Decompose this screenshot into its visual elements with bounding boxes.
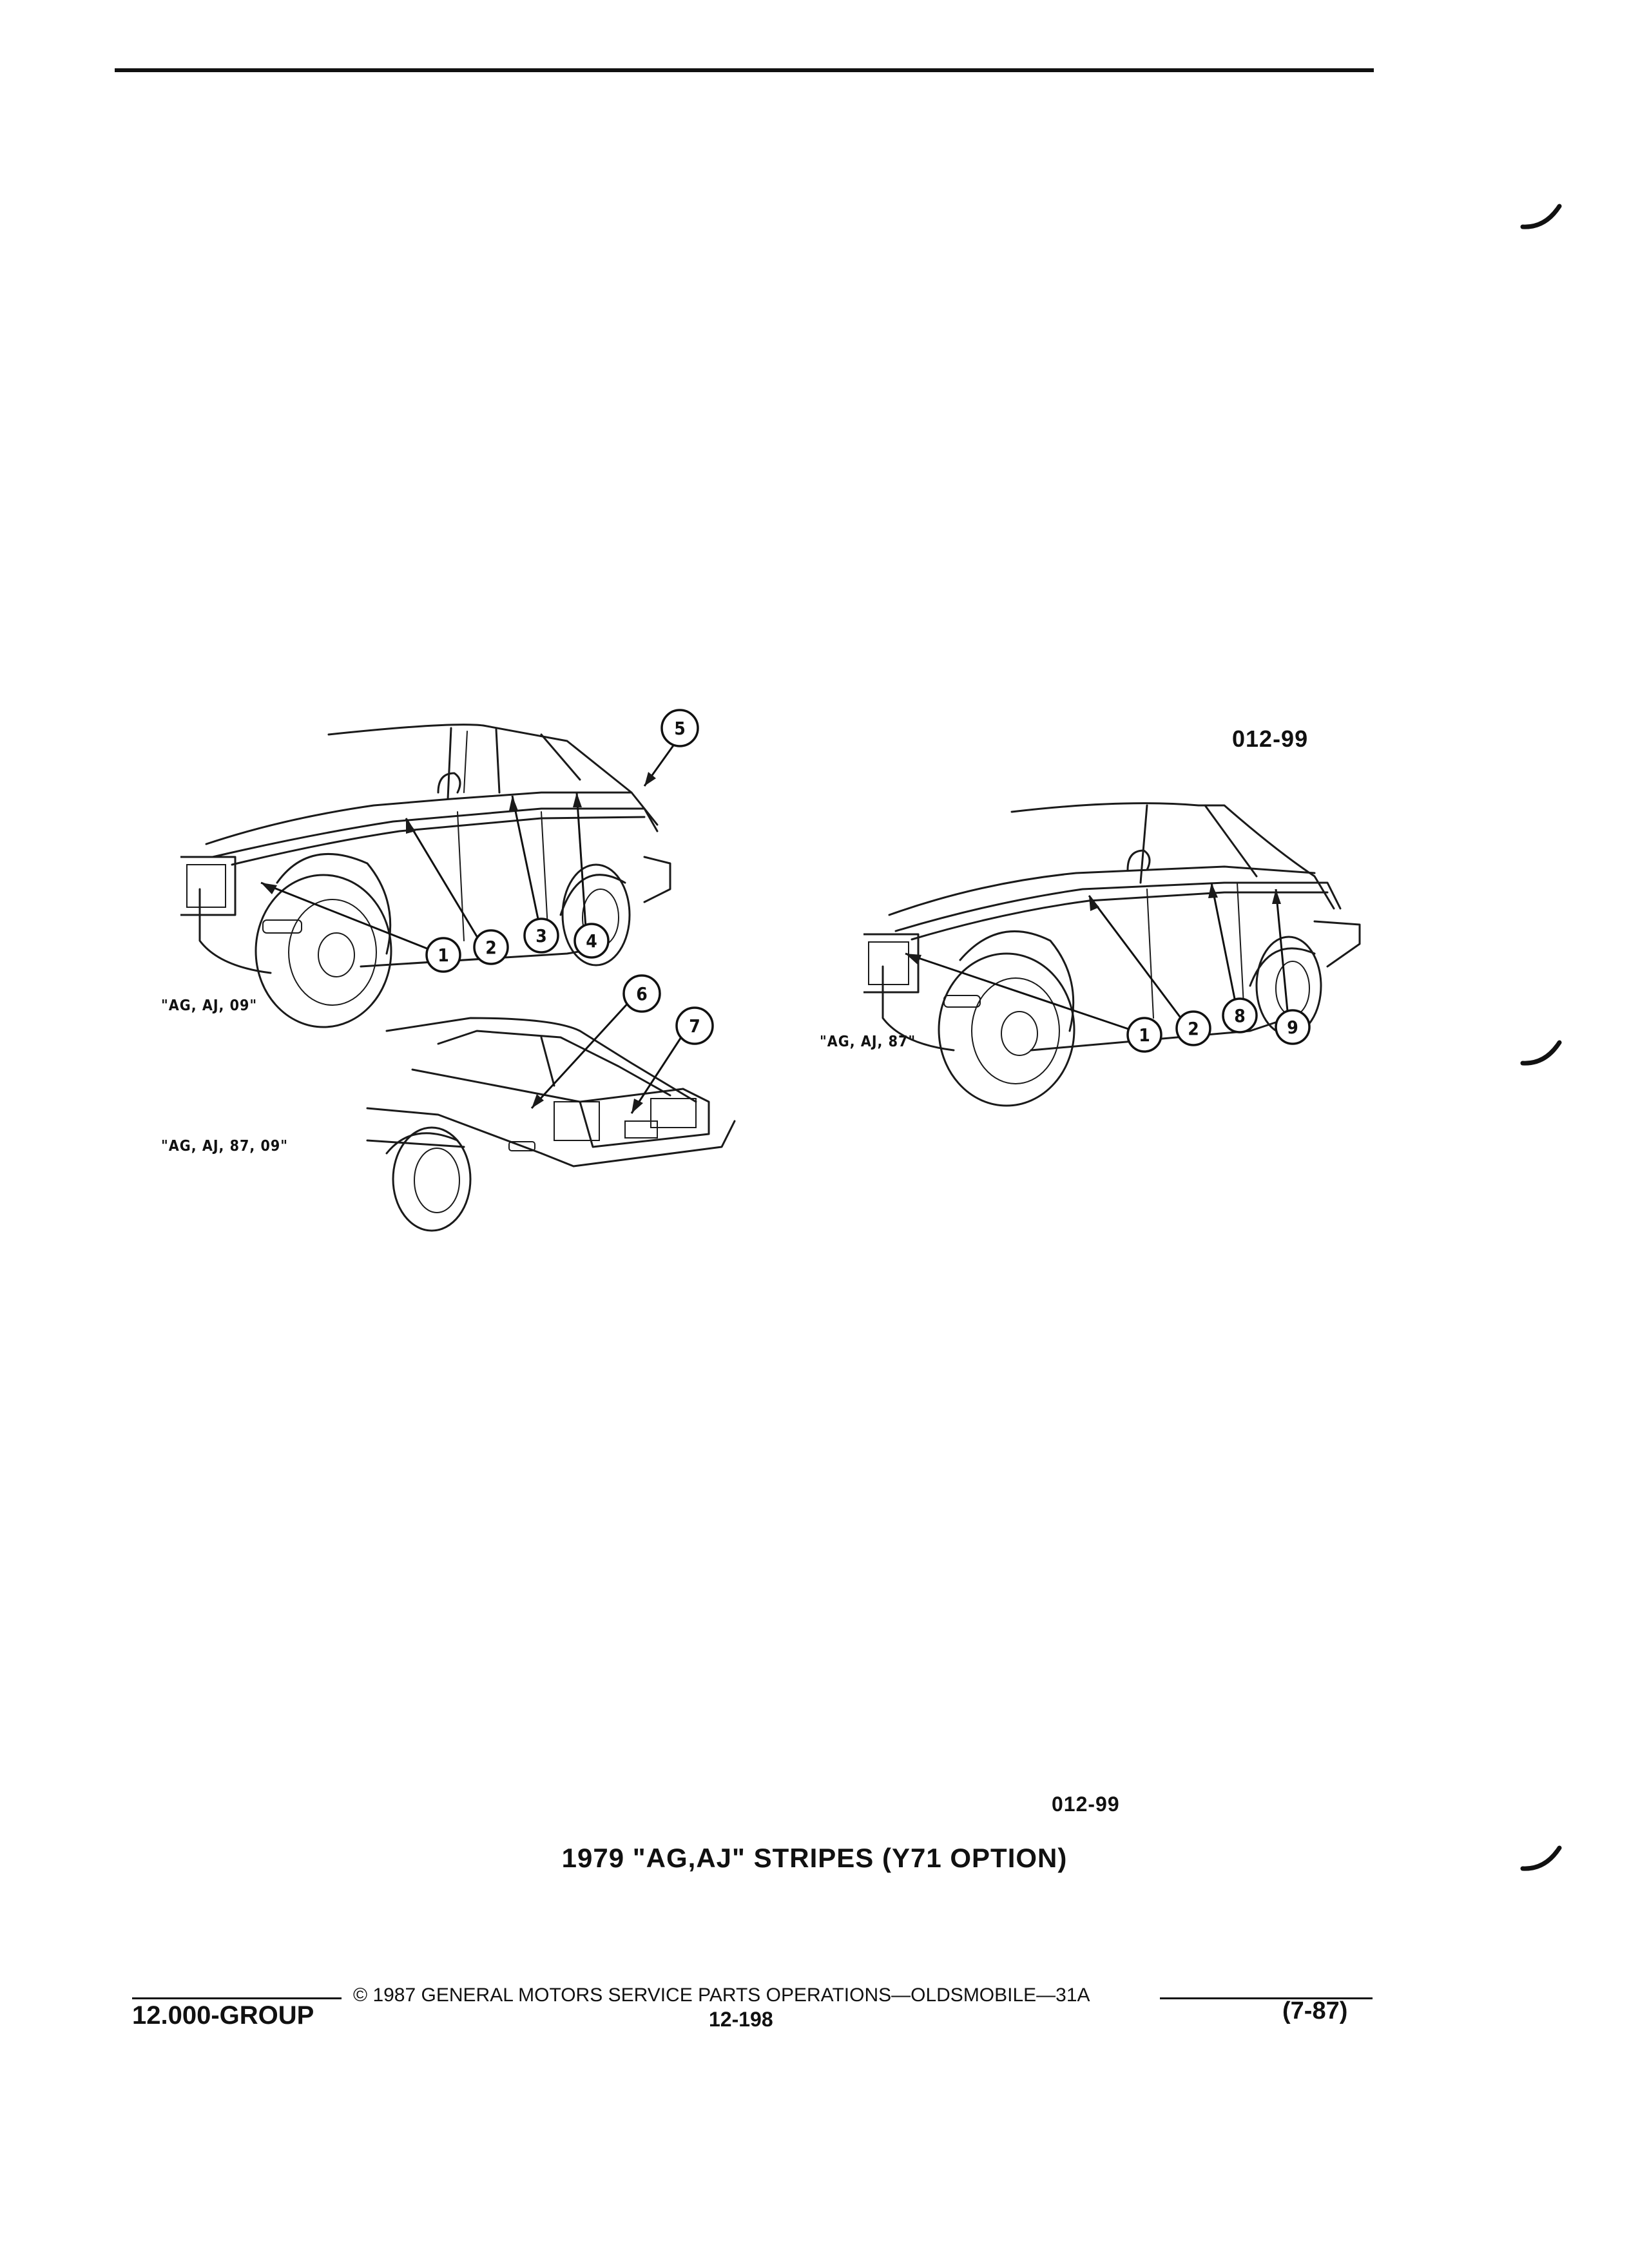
footer-group: 12.000-GROUP: [132, 2001, 314, 2030]
svg-text:8: 8: [1234, 1005, 1246, 1026]
svg-text:6: 6: [636, 983, 648, 1004]
callout-2: 2: [473, 929, 509, 965]
svg-text:5: 5: [674, 718, 686, 739]
figure-code-label: 012-99: [1232, 726, 1309, 752]
binder-mark: [1520, 1845, 1562, 1871]
footer-page-number: 12-198: [709, 2008, 773, 2031]
svg-text:2: 2: [1188, 1018, 1199, 1039]
variant-label: "AG, AJ, 87, 09": [161, 1138, 289, 1155]
svg-text:1: 1: [1139, 1024, 1150, 1046]
footer-revision: (7-87): [1282, 1997, 1348, 2024]
callout-2: 2: [1175, 1010, 1211, 1046]
figure-caption: 1979 "AG,AJ" STRIPES (Y71 OPTION): [561, 1843, 1068, 1873]
figure-code-label: 012-99: [1052, 1792, 1120, 1816]
callout-6: 6: [622, 974, 661, 1013]
footer-rule-right: [1160, 1997, 1373, 1999]
svg-text:1: 1: [438, 945, 449, 966]
svg-text:3: 3: [535, 925, 547, 947]
callout-group-side-right: 1 2 8 9: [905, 882, 1311, 1053]
binder-mark: [1520, 1040, 1562, 1066]
svg-text:2: 2: [485, 937, 497, 958]
callout-5: 5: [660, 709, 699, 747]
variant-label: "AG, AJ, 09": [161, 997, 258, 1014]
car-rear-view: [366, 1017, 736, 1232]
svg-text:9: 9: [1287, 1017, 1298, 1038]
callout-4: 4: [574, 923, 610, 959]
callout-group-side-left: 1 2 3 4 5: [260, 709, 699, 973]
car-side-view-right: [863, 802, 1361, 1107]
footer-rule-left: [132, 1997, 342, 1999]
callout-3: 3: [523, 918, 559, 954]
callout-8: 8: [1222, 997, 1258, 1033]
svg-text:7: 7: [689, 1015, 700, 1037]
header-rule: [115, 68, 1374, 72]
footer-copyright: © 1987 GENERAL MOTORS SERVICE PARTS OPER…: [353, 1984, 1090, 2006]
callout-group-rear: 6 7: [530, 974, 714, 1114]
callout-1: 1: [1126, 1017, 1162, 1053]
callout-9: 9: [1275, 1009, 1311, 1045]
callout-1: 1: [425, 937, 461, 973]
callout-7: 7: [675, 1006, 714, 1045]
svg-text:4: 4: [586, 930, 597, 952]
variant-label: "AG, AJ, 87": [820, 1033, 916, 1050]
car-side-view-left: [180, 724, 671, 1028]
binder-mark: [1520, 204, 1562, 229]
